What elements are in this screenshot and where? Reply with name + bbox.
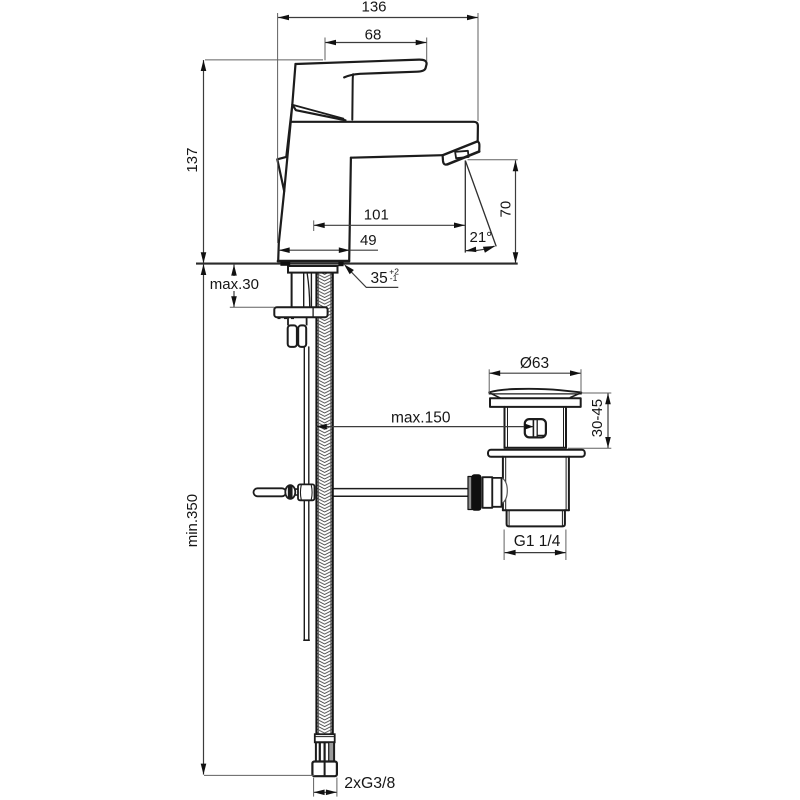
svg-text:49: 49 (360, 232, 377, 249)
svg-text:68: 68 (365, 26, 382, 43)
svg-text:2xG3/8: 2xG3/8 (344, 775, 395, 792)
svg-text:35: 35 (371, 270, 388, 287)
svg-text:136: 136 (361, 0, 386, 16)
svg-text:G1 1/4: G1 1/4 (514, 533, 561, 550)
svg-text:30-45: 30-45 (589, 399, 606, 437)
svg-text:-1: -1 (390, 273, 398, 283)
svg-text:21°: 21° (470, 229, 493, 246)
svg-text:+2: +2 (389, 267, 399, 277)
svg-text:max.150: max.150 (391, 410, 451, 427)
svg-text:max.30: max.30 (210, 276, 259, 293)
svg-text:137: 137 (184, 148, 201, 173)
svg-text:101: 101 (364, 206, 389, 223)
svg-text:min.350: min.350 (184, 494, 201, 547)
svg-text:70: 70 (498, 201, 515, 218)
svg-text:Ø63: Ø63 (520, 355, 549, 372)
